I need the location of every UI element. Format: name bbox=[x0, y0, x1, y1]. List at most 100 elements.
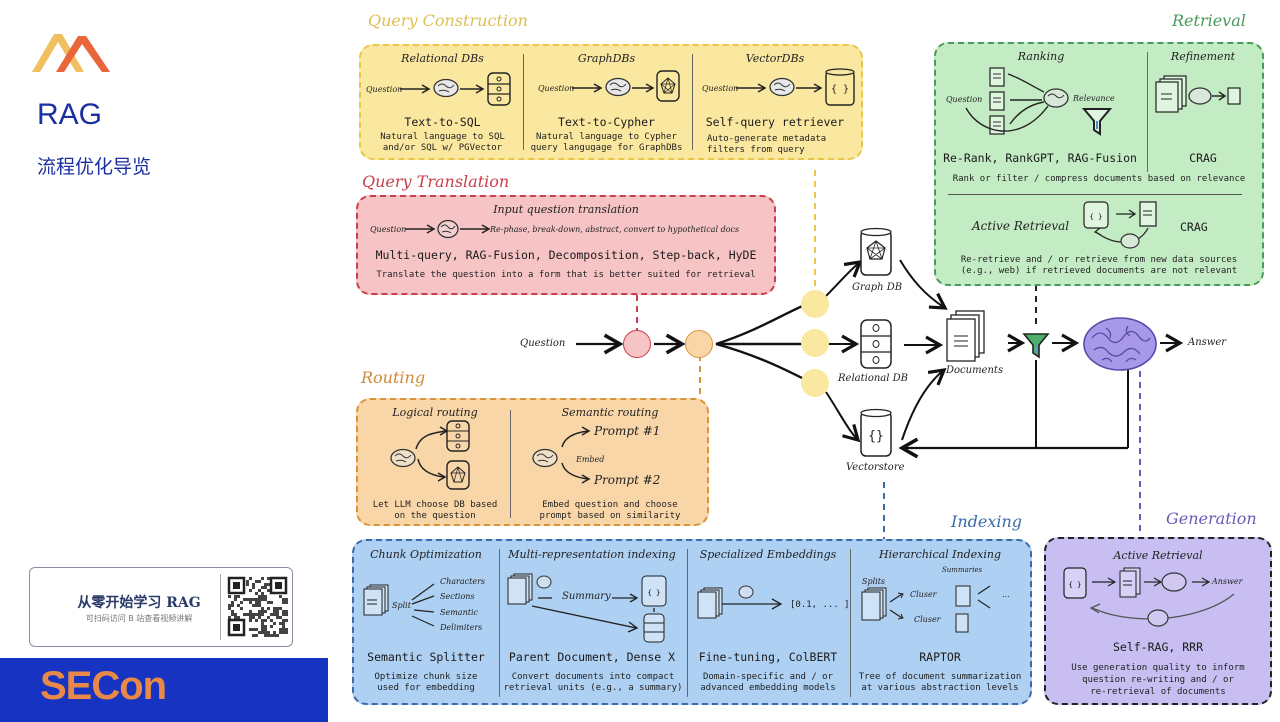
brain-icon bbox=[390, 448, 416, 468]
pipeline-relational-db: Relational DB bbox=[838, 373, 908, 384]
svg-text:{ }: { } bbox=[648, 589, 661, 597]
documents-icon bbox=[946, 310, 985, 362]
qc-vector-heading: VectorDBs bbox=[745, 52, 805, 65]
routing-prompt-2: Prompt #2 bbox=[594, 473, 661, 487]
indexing-hierarchical-heading: Hierarchical Indexing bbox=[878, 548, 1002, 561]
query-translation-title: Query Translation bbox=[362, 172, 510, 191]
active-retrieval-desc-2: (e.g., web) if retrieved documents are n… bbox=[960, 266, 1238, 276]
retrieval-title: Retrieval bbox=[1172, 11, 1246, 30]
arrow-icon bbox=[632, 83, 655, 93]
ranking-name: Re-Rank, RankGPT, RAG-Fusion bbox=[943, 151, 1137, 165]
routing-logical-desc-1: Let LLM choose DB based bbox=[372, 500, 498, 510]
indexing-chunk-delimiters: Delimiters bbox=[440, 623, 483, 632]
generation-desc-2: question re-writing and / or bbox=[1082, 675, 1234, 685]
pipeline-answer: Answer bbox=[1188, 337, 1227, 348]
qc-graph-name: Text-to-Cypher bbox=[558, 115, 655, 129]
qc-relational-input: Question bbox=[366, 85, 403, 94]
routing-semantic-desc-1: Embed question and choose bbox=[542, 500, 678, 510]
qc-graph-heading: GraphDBs bbox=[577, 52, 636, 65]
qc-relational-heading: Relational DBs bbox=[401, 52, 484, 65]
multirep-flow: { } bbox=[507, 573, 667, 643]
vector-db-icon: { } bbox=[825, 68, 855, 106]
indexing-chunk-name: Semantic Splitter bbox=[367, 650, 485, 664]
pipeline-graph-db: Graph DB bbox=[852, 282, 903, 293]
relational-db-icon bbox=[487, 72, 511, 106]
qc-node-graph[interactable] bbox=[801, 290, 829, 318]
qc-node-relational[interactable] bbox=[801, 329, 829, 357]
card-divider bbox=[220, 574, 221, 640]
indexing-embeddings-desc-2: advanced embedding models bbox=[700, 683, 836, 693]
qc-relational-desc-1: Natural language to SQL bbox=[380, 132, 505, 142]
brain-icon bbox=[433, 78, 459, 98]
indexing-hier-summaries: Summaries bbox=[942, 566, 983, 574]
pipeline-vectorstore: Vectorstore bbox=[846, 462, 905, 473]
embedding-flow bbox=[697, 585, 783, 619]
indexing-chunk-desc-2: used for embedding bbox=[377, 683, 475, 693]
retrieval-desc: Rank or filter / compress documents base… bbox=[952, 174, 1246, 184]
qr-code-icon[interactable] bbox=[227, 575, 288, 639]
course-card-subtitle: 可扫码访问 B 站查看视频讲解 bbox=[85, 614, 193, 623]
query-translation-box bbox=[356, 195, 776, 295]
indexing-chunk-characters: Characters bbox=[440, 577, 485, 586]
svg-text:{}: {} bbox=[868, 429, 884, 444]
qc-vector-input: Question bbox=[702, 84, 739, 93]
generation-desc-3: re-retrieval of documents bbox=[1090, 687, 1226, 697]
indexing-multirep-desc-2: retrieval units (e.g., a summary) bbox=[503, 683, 683, 693]
generation-name: Self-RAG, RRR bbox=[1112, 640, 1203, 654]
filter-funnel-icon[interactable] bbox=[1022, 331, 1050, 359]
indexing-embeddings-vector: [0.1, ... ] bbox=[790, 600, 850, 610]
routing-box bbox=[356, 398, 709, 526]
indexing-hier-ellipsis: ... bbox=[1002, 590, 1010, 599]
generation-title: Generation bbox=[1166, 509, 1257, 528]
indexing-chunk-heading: Chunk Optimization bbox=[370, 548, 482, 561]
vectorstore-icon: {} bbox=[860, 408, 892, 457]
qc-vector-desc-2: filters from query bbox=[707, 145, 805, 155]
routing-embed-label: Embed bbox=[576, 455, 605, 464]
indexing-box bbox=[352, 539, 1032, 705]
svg-text:{ }: { } bbox=[1069, 581, 1082, 589]
generation-heading: Active Retrieval bbox=[1113, 549, 1203, 562]
refinement-name: CRAG bbox=[1189, 151, 1217, 165]
qt-heading: Input question translation bbox=[493, 203, 639, 216]
qt-input: Question bbox=[370, 225, 407, 234]
indexing-hierarchical-name: RAPTOR bbox=[919, 650, 961, 664]
arrow-icon bbox=[460, 224, 491, 234]
split-arrows bbox=[411, 583, 435, 627]
active-retrieval-heading: Active Retrieval bbox=[972, 219, 1070, 233]
funnel-icon bbox=[1081, 108, 1113, 136]
arrow-icon bbox=[460, 84, 485, 94]
indexing-chunk-semantic: Semantic bbox=[440, 608, 478, 617]
query-construction-title: Query Construction bbox=[368, 11, 528, 30]
retrieval-divider bbox=[948, 194, 1242, 195]
brain-icon bbox=[532, 448, 558, 468]
ranking-flow bbox=[965, 67, 1069, 135]
arrow-icon bbox=[736, 83, 767, 93]
brain-icon bbox=[769, 77, 795, 97]
routing-logical-heading: Logical routing bbox=[392, 406, 478, 419]
indexing-hierarchical-desc-1: Tree of document summarization bbox=[858, 672, 1022, 682]
arrow-icon bbox=[400, 84, 431, 94]
ranking-input: Question bbox=[946, 95, 983, 104]
generation-desc-1: Use generation quality to inform bbox=[1071, 663, 1245, 673]
generation-answer: Answer bbox=[1212, 577, 1243, 586]
indexing-hier-cluster-1: Cluser bbox=[910, 590, 937, 599]
routing-title: Routing bbox=[361, 368, 426, 387]
routing-node[interactable] bbox=[685, 330, 713, 358]
graph-db-icon bbox=[446, 460, 470, 490]
course-card-title: 从零开始学习 RAG bbox=[77, 595, 201, 611]
indexing-multirep-heading: Multi-representation indexing bbox=[508, 548, 676, 561]
retrieval-box bbox=[934, 42, 1264, 286]
qc-vector-name: Self-query retriever bbox=[705, 115, 845, 129]
indexing-hier-splits: Splits bbox=[862, 577, 886, 586]
routing-arrows bbox=[415, 426, 449, 482]
query-translation-node[interactable] bbox=[623, 330, 651, 358]
qc-graph-desc-1: Natural language to Cypher bbox=[536, 132, 677, 142]
qc-node-vector[interactable] bbox=[801, 369, 829, 397]
qc-vector-desc-1: Auto-generate metadata bbox=[707, 134, 827, 144]
graph-db-icon bbox=[860, 227, 892, 276]
course-card[interactable]: 从零开始学习 RAG 可扫码访问 B 站查看视频讲解 bbox=[29, 567, 293, 647]
qc-graph-desc-2: query langugage for GraphDBs bbox=[530, 143, 683, 153]
secon-logo: SECon bbox=[40, 664, 167, 708]
indexing-hierarchical-desc-2: at various abstraction levels bbox=[861, 683, 1019, 693]
document-stack-icon bbox=[363, 584, 389, 616]
